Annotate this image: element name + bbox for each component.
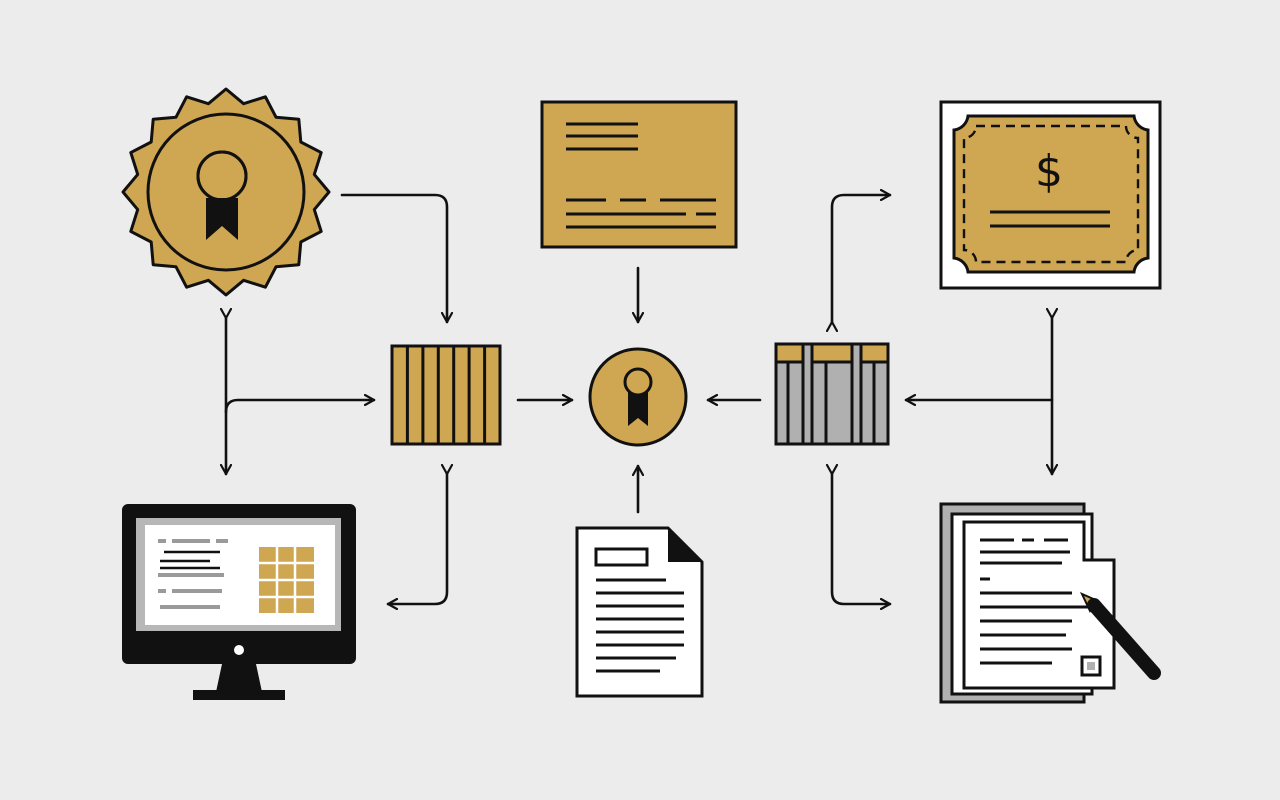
document-card-icon: [540, 100, 738, 249]
connector-branch-to-striped: [224, 400, 376, 414]
monitor-grid-widget: [259, 547, 314, 613]
connector-columns-to-signing: [832, 474, 892, 604]
connectors: [226, 195, 1052, 604]
columns-header-3: [859, 342, 890, 364]
certificate-lines: [990, 210, 1110, 228]
striped-block-lines: [405, 346, 487, 444]
monitor-form-lines: [158, 539, 228, 609]
connector-seal-to-striped: [340, 193, 447, 324]
certificate-dollar-symbol: $: [1035, 146, 1063, 197]
certificate-icon: $: [939, 100, 1162, 290]
striped-block-body: [390, 344, 502, 446]
badge-medal: [623, 367, 653, 397]
monitor-base: [193, 690, 285, 700]
text-document-icon: [575, 526, 704, 698]
badge-ribbon: [628, 392, 648, 426]
card-text-lines: [566, 122, 716, 229]
paper-header-box: [594, 547, 649, 567]
monitor-stand: [216, 664, 262, 692]
connector-columns-to-certificate: [832, 195, 892, 322]
document-signing-icon: [939, 502, 1161, 704]
signing-text-lines: [980, 538, 1088, 665]
award-seal-icon: [121, 87, 331, 297]
connector-striped-to-monitor: [386, 474, 447, 604]
paper-folded-corner: [668, 528, 702, 562]
signature-checkbox: [1080, 655, 1102, 677]
striped-ledger-icon: [390, 344, 502, 446]
paper-text-lines: [596, 578, 684, 673]
columns-block-lines: [786, 362, 876, 444]
card-body: [540, 100, 738, 249]
monitor-form-dark-lines: [160, 550, 220, 570]
computer-monitor-icon: [122, 504, 356, 700]
award-badge-icon: [588, 347, 688, 447]
seal-ribbon: [206, 198, 238, 240]
pen-icon: [1079, 592, 1161, 680]
certificate-gold-panel: [952, 114, 1150, 274]
columns-ledger-icon: [774, 342, 890, 446]
columns-header-1: [774, 342, 805, 364]
monitor-power-dot: [234, 645, 244, 655]
columns-header-2: [810, 342, 854, 364]
paper-sheet: [575, 526, 704, 698]
